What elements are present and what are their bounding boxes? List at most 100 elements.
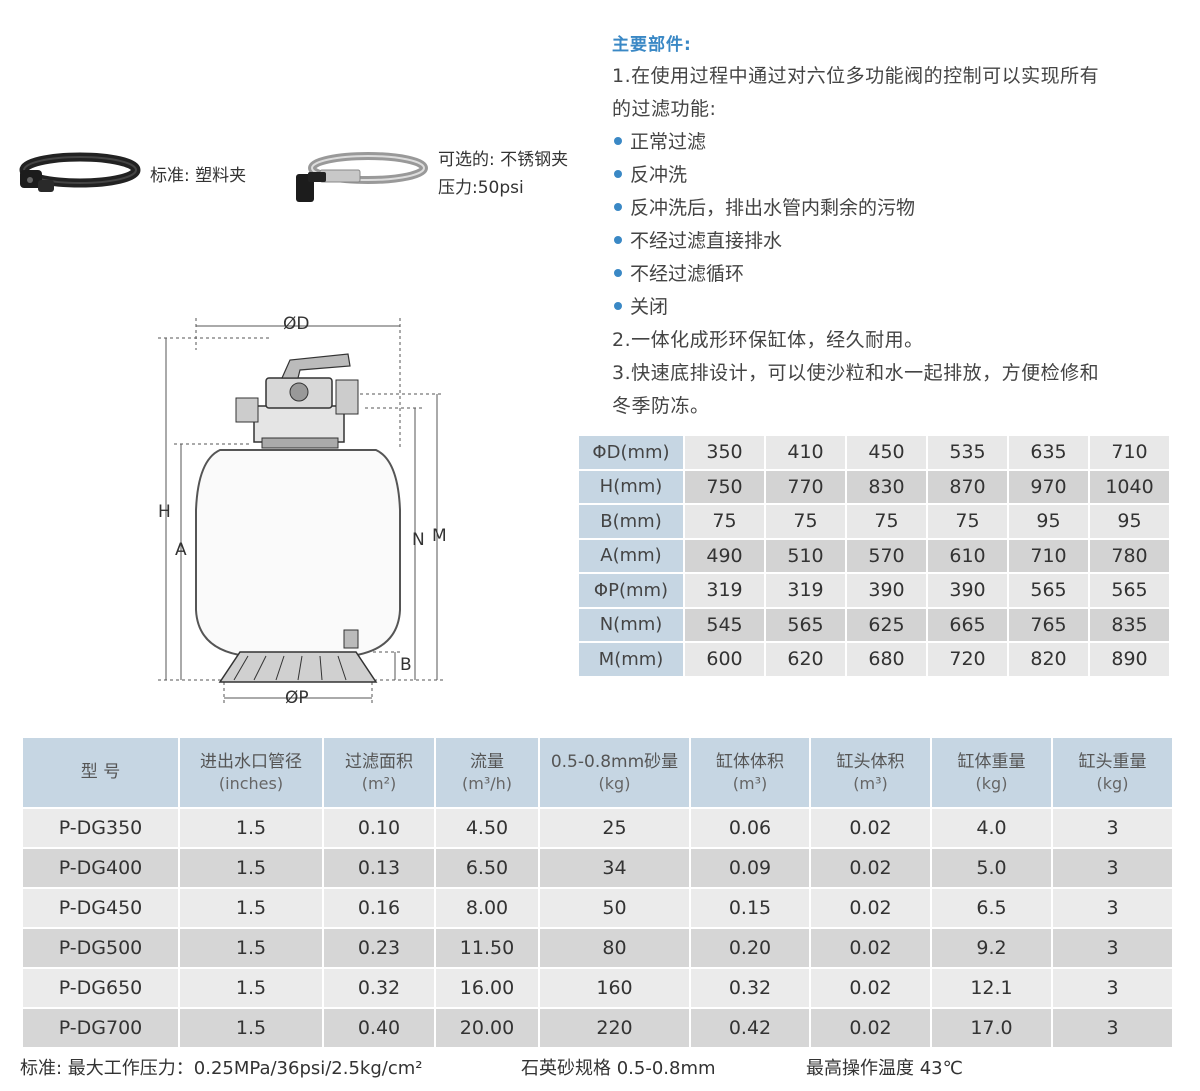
- spec-header-unit: (kg): [975, 773, 1008, 793]
- dimension-cell: 570: [845, 537, 928, 574]
- feature-2: 2.一体化成形环保缸体，经久耐用。: [612, 329, 924, 351]
- dimension-cell: 635: [1007, 434, 1090, 471]
- spec-header-unit: (inches): [218, 773, 284, 793]
- spec-cell: 20.00: [434, 1007, 540, 1049]
- spec-header-unit: (kg): [1096, 773, 1129, 793]
- spec-cell: 9.2: [930, 927, 1053, 969]
- dimension-cell: 390: [926, 572, 1009, 609]
- spec-cell: 0.02: [809, 967, 932, 1009]
- dimension-row-label: N(mm): [577, 606, 685, 643]
- dimension-cell: 565: [1088, 572, 1171, 609]
- spec-cell: 6.50: [434, 847, 540, 889]
- feature-1-line-2: 的过滤功能:: [612, 98, 717, 120]
- dimension-cell: 750: [683, 468, 766, 505]
- spec-cell: 5.0: [930, 847, 1053, 889]
- spec-cell: 160: [538, 967, 691, 1009]
- spec-cell: 80: [538, 927, 691, 969]
- spec-cell: 0.06: [689, 807, 811, 849]
- spec-header-name: 过滤面积: [345, 751, 413, 772]
- dimension-cell: 75: [845, 503, 928, 540]
- spec-column-header: 0.5-0.8mm砂量(kg): [538, 736, 691, 809]
- dim-label-h: H: [158, 502, 171, 522]
- spec-header-unit: (m²): [361, 773, 397, 793]
- spec-header-unit: (m³/h): [461, 773, 512, 793]
- spec-cell: 8.00: [434, 887, 540, 929]
- dimension-cell: 835: [1088, 606, 1171, 643]
- dimension-cell: 600: [683, 641, 766, 678]
- bullet-dot-icon: [614, 301, 622, 310]
- bullet-dot-icon: [614, 268, 622, 277]
- spec-header-name: 进出水口管径: [200, 751, 302, 772]
- spec-cell: P-DG650: [21, 967, 180, 1009]
- optional-clamp-label: 可选的: 不锈钢夹: [438, 150, 569, 170]
- spec-column-header: 缸体体积(m³): [689, 736, 811, 809]
- dim-label-m: M: [432, 526, 447, 546]
- spec-cell: 0.32: [322, 967, 436, 1009]
- dimension-cell: 680: [845, 641, 928, 678]
- feature-bullet: 反冲洗后，排出水管内剩余的污物: [612, 192, 1182, 225]
- dimension-row-label: M(mm): [577, 641, 685, 678]
- dimension-cell: 95: [1088, 503, 1171, 540]
- spec-header-name: 0.5-0.8mm砂量: [550, 751, 679, 772]
- dimension-cell: 95: [1007, 503, 1090, 540]
- dimension-cell: 830: [845, 468, 928, 505]
- dimension-cell: 535: [926, 434, 1009, 471]
- spec-cell: 3: [1051, 807, 1174, 849]
- dimension-cell: 1040: [1088, 468, 1171, 505]
- spec-cell: 0.02: [809, 1007, 932, 1049]
- spec-cell: 0.23: [322, 927, 436, 969]
- feature-1-line-1: 1.在使用过程中通过对六位多功能阀的控制可以实现所有: [612, 65, 1100, 87]
- spec-cell: 3: [1051, 847, 1174, 889]
- steel-clamp-image: [296, 152, 428, 202]
- bullet-dot-icon: [614, 136, 622, 145]
- dim-label-b: B: [400, 655, 412, 675]
- spec-cell: 3: [1051, 927, 1174, 969]
- feature-3-line-1: 3.快速底排设计，可以使沙粒和水一起排放，方便检修和: [612, 362, 1100, 384]
- spec-header-unit: (kg): [598, 773, 631, 793]
- spec-column-header: 缸头重量(kg): [1051, 736, 1174, 809]
- footer-temp: 最高操作温度 43℃: [806, 1058, 963, 1079]
- spec-column-header: 缸头体积(m³): [809, 736, 932, 809]
- spec-cell: 0.16: [322, 887, 436, 929]
- plastic-clamp-image: [19, 152, 141, 192]
- dimension-cell: 319: [683, 572, 766, 609]
- spec-cell: 0.02: [809, 927, 932, 969]
- spec-cell: 0.13: [322, 847, 436, 889]
- spec-header-name: 缸头体积: [836, 751, 905, 772]
- spec-cell: 0.20: [689, 927, 811, 969]
- spec-cell: 11.50: [434, 927, 540, 969]
- spec-cell: P-DG700: [21, 1007, 180, 1049]
- spec-cell: 1.5: [178, 887, 324, 929]
- spec-cell: 4.0: [930, 807, 1053, 849]
- spec-cell: 3: [1051, 887, 1174, 929]
- spec-cell: 1.5: [178, 927, 324, 969]
- dimension-cell: 710: [1088, 434, 1171, 471]
- spec-cell: P-DG450: [21, 887, 180, 929]
- bullet-dot-icon: [614, 235, 622, 244]
- dimension-cell: 770: [764, 468, 847, 505]
- standard-clamp-label: 标准: 塑料夹: [150, 166, 247, 186]
- spec-column-header: 进出水口管径(inches): [178, 736, 324, 809]
- spec-cell: 0.15: [689, 887, 811, 929]
- dimension-cell: 970: [1007, 468, 1090, 505]
- spec-cell: 1.5: [178, 967, 324, 1009]
- dimension-cell: 510: [764, 537, 847, 574]
- dimension-row-label: ΦD(mm): [577, 434, 685, 471]
- spec-cell: P-DG400: [21, 847, 180, 889]
- dimension-cell: 610: [926, 537, 1009, 574]
- spec-header-name: 缸头重量: [1078, 751, 1147, 772]
- spec-header-unit: (m³): [853, 773, 888, 793]
- spec-header-unit: (m³): [732, 773, 768, 793]
- dimension-cell: 75: [764, 503, 847, 540]
- dimension-row-label: B(mm): [577, 503, 685, 540]
- spec-cell: 0.02: [809, 807, 932, 849]
- spec-cell: P-DG350: [21, 807, 180, 849]
- feature-bullet: 反冲洗: [612, 159, 1182, 192]
- spec-cell: 1.5: [178, 807, 324, 849]
